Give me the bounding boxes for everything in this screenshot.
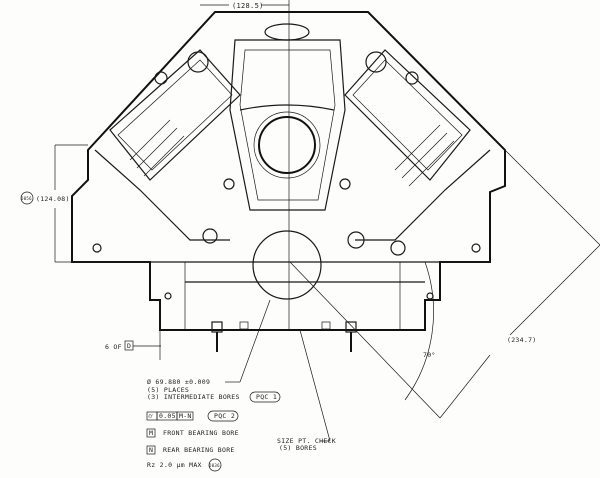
pqc1-tag: PQC 1 [256, 393, 277, 401]
diagonal-dimension: (234.7) 70° [289, 149, 600, 419]
roughness-tag: D036 [209, 463, 220, 468]
datum-label: 6 OF [105, 343, 122, 351]
diagonal-label: (234.7) [507, 336, 537, 344]
deck-height-dimension: D056 (124.08) [20, 144, 88, 263]
size-check-bores-note: (5) BORES [279, 444, 317, 452]
deck-height-tag: D056 [21, 196, 32, 201]
tolerance-symbol: ⌭ [148, 412, 153, 420]
rear-bearing-note: REAR BEARING BORE [163, 446, 235, 454]
datum-callout: 6 OF D [105, 300, 161, 360]
rear-datum-box: N [149, 446, 153, 454]
places-note: (5) PLACES [147, 386, 189, 394]
tolerance-datum: M-N [179, 412, 192, 420]
bore-diameter-note: Ø 69.880 ±0.009 [147, 378, 210, 386]
roughness-note: Rz 2.0 μm MAX [147, 461, 202, 469]
size-check-note: SIZE PT. CHECK [277, 437, 336, 445]
front-bearing-note: FRONT BEARING BORE [163, 429, 239, 437]
pqc2-tag: PQC 2 [214, 412, 235, 420]
deck-height-tag-circle [20, 191, 34, 205]
deck-height-label: (124.08) [36, 195, 70, 203]
top-width-label: (128.5) [232, 2, 264, 10]
tolerance-value: 0.05 [159, 412, 176, 420]
front-datum-box: M [149, 429, 153, 437]
drawing-notes: Ø 69.880 ±0.009 (5) PLACES (3) INTERMEDI… [146, 378, 336, 472]
top-width-dimension: (128.5) [200, 0, 290, 330]
angle-label: 70° [423, 351, 436, 359]
datum-box: D [127, 342, 131, 350]
block-outline [71, 11, 506, 352]
intermediate-bores-note: (3) INTERMEDIATE BORES [147, 393, 240, 401]
